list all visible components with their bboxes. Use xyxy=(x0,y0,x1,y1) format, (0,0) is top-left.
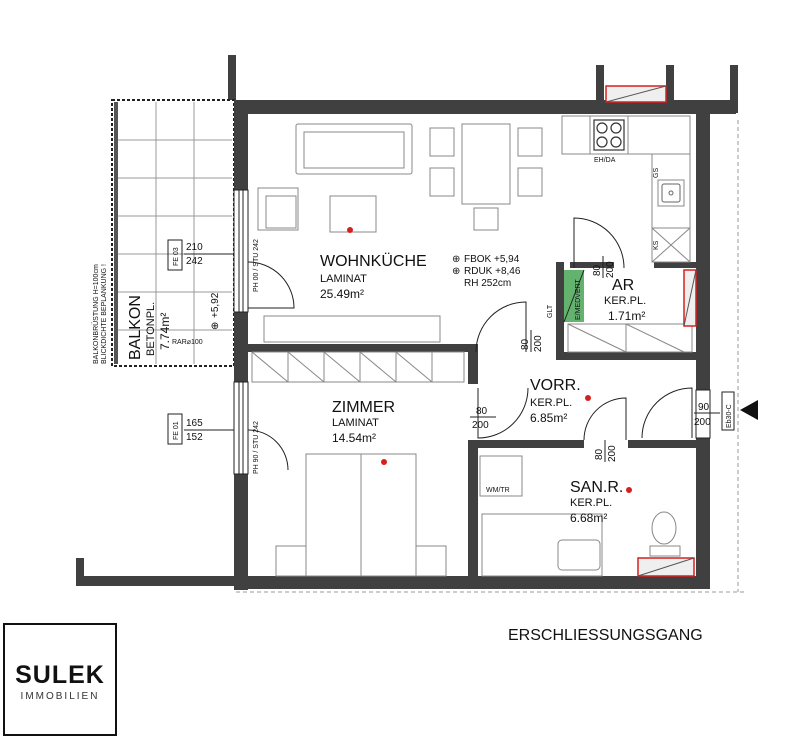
room-floor-ar: KER.PL. xyxy=(604,295,646,307)
window-openings xyxy=(233,189,711,475)
window-fe03: FE 03 210 242 PH 00 / STU 242 xyxy=(167,239,260,292)
corridor-label: ERSCHLIESSUNGSGANG xyxy=(508,627,703,644)
shaft-hatching xyxy=(605,85,697,577)
level-rduk: RDUK +8,46 xyxy=(464,266,521,277)
balcony-level: +5,92 xyxy=(210,292,221,318)
room-floor-zimmer: LAMINAT xyxy=(332,417,379,429)
room-area-ar: 1.71m² xyxy=(608,309,645,323)
sink-icon xyxy=(661,183,681,203)
label-wmtr: WM/TR xyxy=(486,487,510,494)
door-sanr-height: 200 xyxy=(607,445,618,462)
label-glt: GLT xyxy=(547,304,554,318)
exterior-walls xyxy=(76,100,736,590)
room-name-vorr: VORR. xyxy=(530,377,581,394)
window-fe03-type: PH 00 / STU 242 xyxy=(253,239,260,292)
room-area-sanr: 6.68m² xyxy=(570,511,607,525)
room-floor-wohnkueche: LAMINAT xyxy=(320,273,367,285)
technical-shafts xyxy=(605,85,697,577)
electrical-panel xyxy=(563,269,585,323)
door-ar-dims: 80 200 xyxy=(592,256,616,278)
label-emedverb: E/MEDVERT xyxy=(575,279,582,320)
room-area-vorr: 6.85m² xyxy=(530,411,567,425)
room-name-ar: AR xyxy=(612,277,634,294)
level-fbok: FBOK +5,94 xyxy=(464,254,520,265)
balcony-label: BALKON BETONPL. 7.74m² xyxy=(127,295,172,360)
furniture xyxy=(251,115,693,577)
door-ar-height: 200 xyxy=(605,261,616,278)
door-entry-type: Eb30-C xyxy=(726,404,733,428)
brand-logo: SULEK IMMOBILIEN xyxy=(3,623,117,736)
balcony-note-1: BALKONBRÜSTUNG H=100cm xyxy=(92,264,100,364)
door-vorr-dims: 80 200 xyxy=(520,330,544,352)
room-floor-balkon: BETONPL. xyxy=(145,302,157,356)
room-markers xyxy=(347,227,632,493)
room-name-zimmer: ZIMMER xyxy=(332,399,395,416)
interior-walls xyxy=(248,262,698,576)
level-symbol-icon: ⊕ xyxy=(452,266,460,277)
door-vorr-width: 80 xyxy=(520,338,531,350)
window-fe01-height: 152 xyxy=(186,432,203,443)
label-ehda: EH/DA xyxy=(594,157,616,164)
room-name-wohnkueche: WOHNKÜCHE xyxy=(320,252,427,270)
balcony xyxy=(111,99,235,367)
level-symbol-icon: ⊕ xyxy=(210,322,221,330)
door-zimmer-dims: 80 200 xyxy=(470,406,496,431)
door-swings xyxy=(247,217,693,471)
room-floor-vorr: KER.PL. xyxy=(530,397,572,409)
door-zimmer-height: 200 xyxy=(472,420,489,431)
room-area-zimmer: 14.54m² xyxy=(332,431,376,445)
room-area-balkon: 7.74m² xyxy=(158,313,172,350)
door-ar-width: 80 xyxy=(592,264,603,276)
door-entry-width: 90 xyxy=(698,402,710,413)
window-fe01-width: 165 xyxy=(186,418,203,429)
brand-tagline: IMMOBILIEN xyxy=(20,691,100,702)
entrance-arrow-icon xyxy=(740,400,758,420)
door-entry-height: 200 xyxy=(694,417,711,428)
neighbor-walls xyxy=(228,55,738,113)
door-vorr-height: 200 xyxy=(533,335,544,352)
level-symbol-icon: ⊕ xyxy=(452,254,460,265)
level-rh: RH 252cm xyxy=(464,278,511,289)
window-fe01: FE 01 165 152 PH 90 / STU 242 xyxy=(167,413,260,474)
label-gs: GS xyxy=(653,168,660,178)
door-zimmer-width: 80 xyxy=(476,406,488,417)
door-sanr-dims: 80 200 xyxy=(594,440,618,462)
drain-label: RAR⌀100 xyxy=(172,339,203,346)
window-fe03-width: 210 xyxy=(186,242,203,253)
room-floor-sanr: KER.PL. xyxy=(570,497,612,509)
balcony-note-2: BLICKDICHTE BEPLANKUNG ! xyxy=(101,264,108,364)
brand-name: SULEK xyxy=(15,661,105,689)
window-fe01-type: PH 90 / STU 242 xyxy=(253,421,260,474)
door-sanr-width: 80 xyxy=(594,448,605,460)
room-name-sanr: SAN.R. xyxy=(570,479,623,496)
label-ks: KS xyxy=(653,240,660,250)
cooktop-icon xyxy=(593,119,625,151)
window-fe03-id: FE 03 xyxy=(173,247,180,266)
room-area-wohnkueche: 25.49m² xyxy=(320,287,364,301)
window-fe01-id: FE 01 xyxy=(173,421,180,440)
window-fe03-height: 242 xyxy=(186,256,203,267)
room-name-balkon: BALKON xyxy=(127,295,144,360)
door-entry-dims: 90 200 Eb30-C xyxy=(694,391,735,431)
